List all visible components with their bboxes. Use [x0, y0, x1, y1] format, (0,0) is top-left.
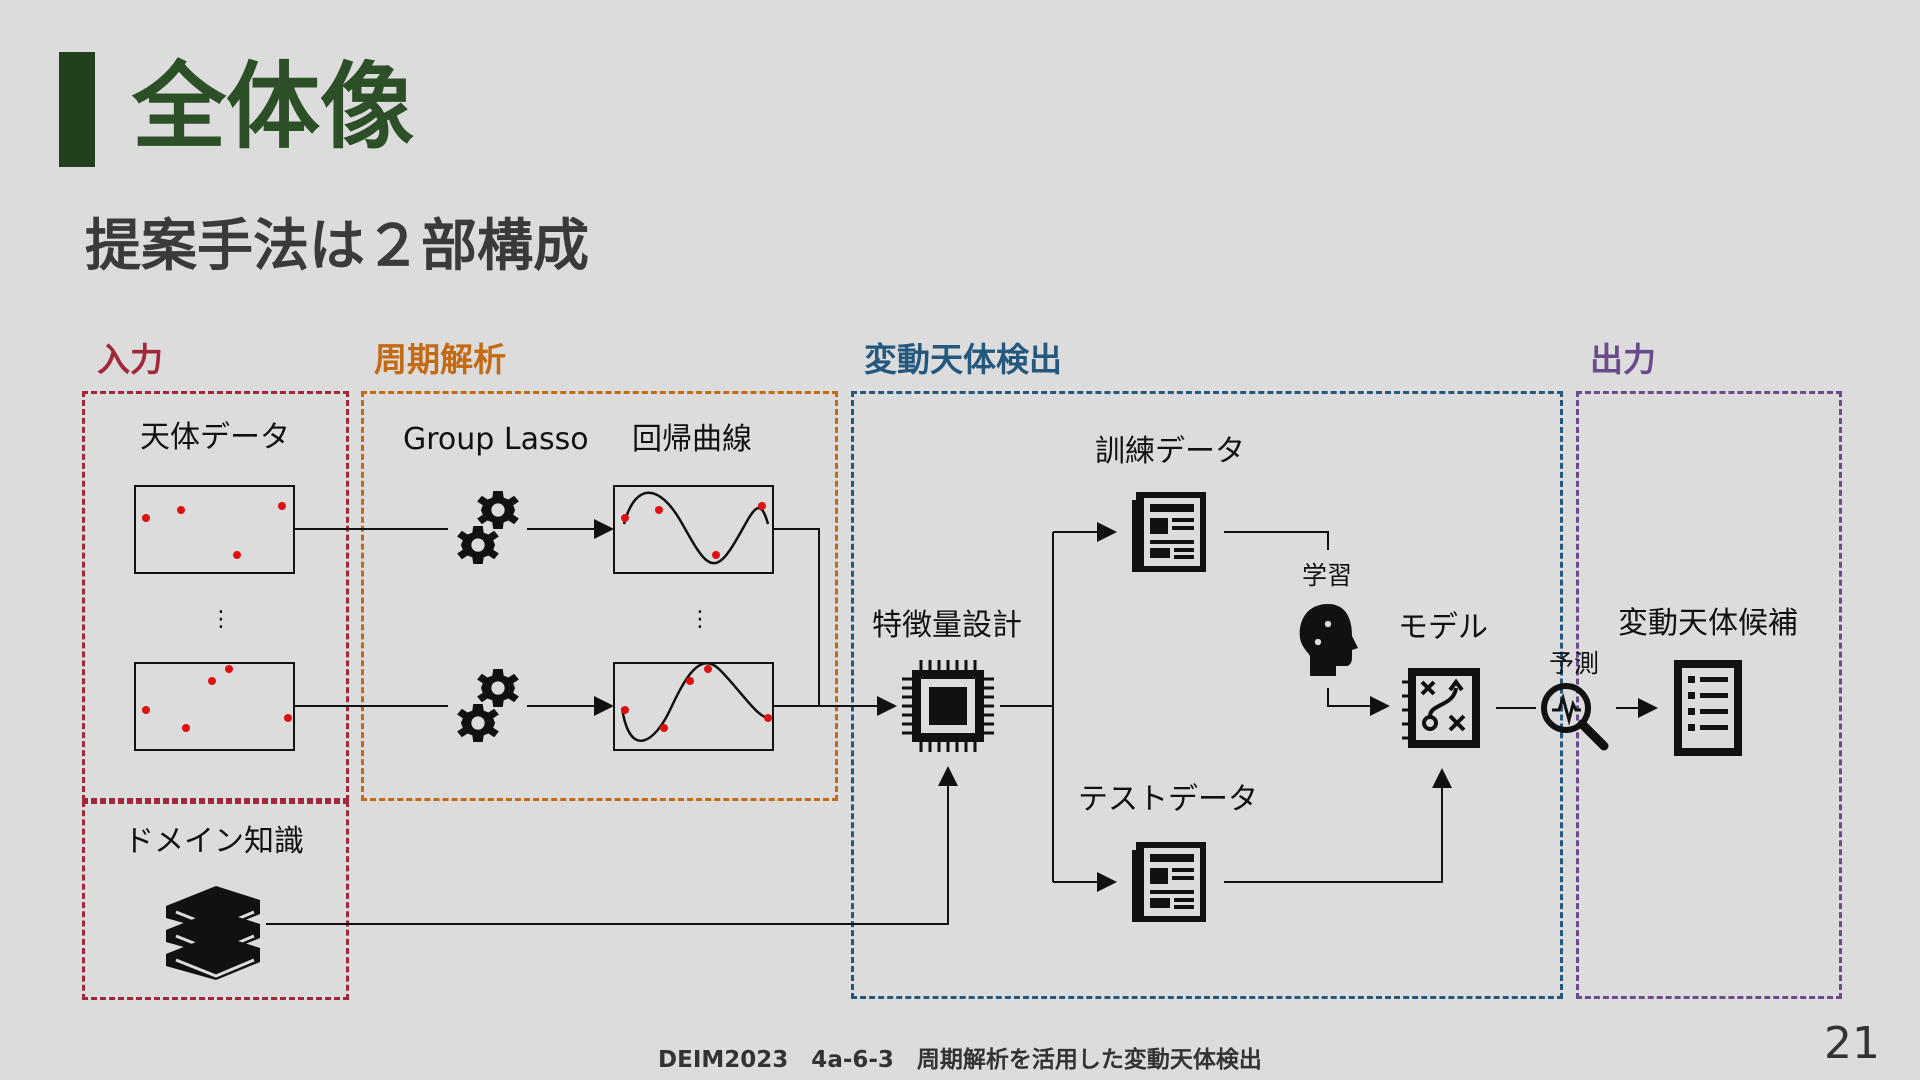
star-data-plot-1	[134, 485, 295, 574]
head-gears-icon	[1299, 604, 1358, 676]
label-feature-design: 特徴量設計	[872, 608, 1022, 643]
label-group-lasso: Group Lasso	[403, 422, 589, 457]
newspaper-icon	[1132, 492, 1206, 572]
chip-icon	[902, 660, 994, 752]
section-label-periodic: 周期解析	[374, 340, 506, 379]
ellipsis-astro: ⋮	[210, 607, 232, 632]
page-title: 全体像	[132, 53, 415, 162]
label-astro-data: 天体データ	[140, 420, 290, 455]
checklist-icon	[1674, 660, 1742, 756]
section-label-input: 入力	[97, 340, 163, 379]
ellipsis-curve: ⋮	[689, 607, 711, 632]
detection-box	[851, 391, 1563, 999]
label-regression-curve: 回帰曲線	[632, 422, 752, 457]
gear-icon	[457, 491, 519, 564]
label-domain-knowledge: ドメイン知識	[124, 824, 304, 859]
label-candidates: 変動天体候補	[1618, 606, 1798, 641]
domain-knowledge-box	[82, 801, 349, 1000]
periodic-analysis-box	[361, 391, 838, 801]
footer-text: DEIM2023 4a-6-3 周期解析を活用した変動天体検出	[658, 1047, 1262, 1073]
star-data-plot-2	[134, 662, 295, 751]
strategy-board-icon	[1402, 668, 1480, 748]
regression-plot-1	[613, 485, 774, 574]
label-test-data: テストデータ	[1078, 782, 1258, 817]
label-prediction: 予測	[1549, 649, 1600, 678]
magnifier-pulse-icon	[1541, 683, 1609, 751]
section-label-detect: 変動天体検出	[864, 340, 1062, 379]
books-icon	[166, 886, 260, 980]
newspaper-icon	[1132, 842, 1206, 922]
regression-plot-2	[613, 662, 774, 751]
label-model: モデル	[1398, 610, 1488, 645]
gear-icon	[457, 669, 519, 742]
output-box	[1576, 391, 1842, 999]
label-learning: 学習	[1302, 561, 1353, 590]
input-data-box	[82, 391, 349, 801]
page-number: 21	[1824, 1018, 1880, 1069]
section-label-output: 出力	[1590, 340, 1656, 379]
title-accent-bar	[59, 52, 95, 167]
page-subtitle: 提案手法は２部構成	[85, 214, 589, 279]
label-train-data: 訓練データ	[1095, 434, 1245, 469]
